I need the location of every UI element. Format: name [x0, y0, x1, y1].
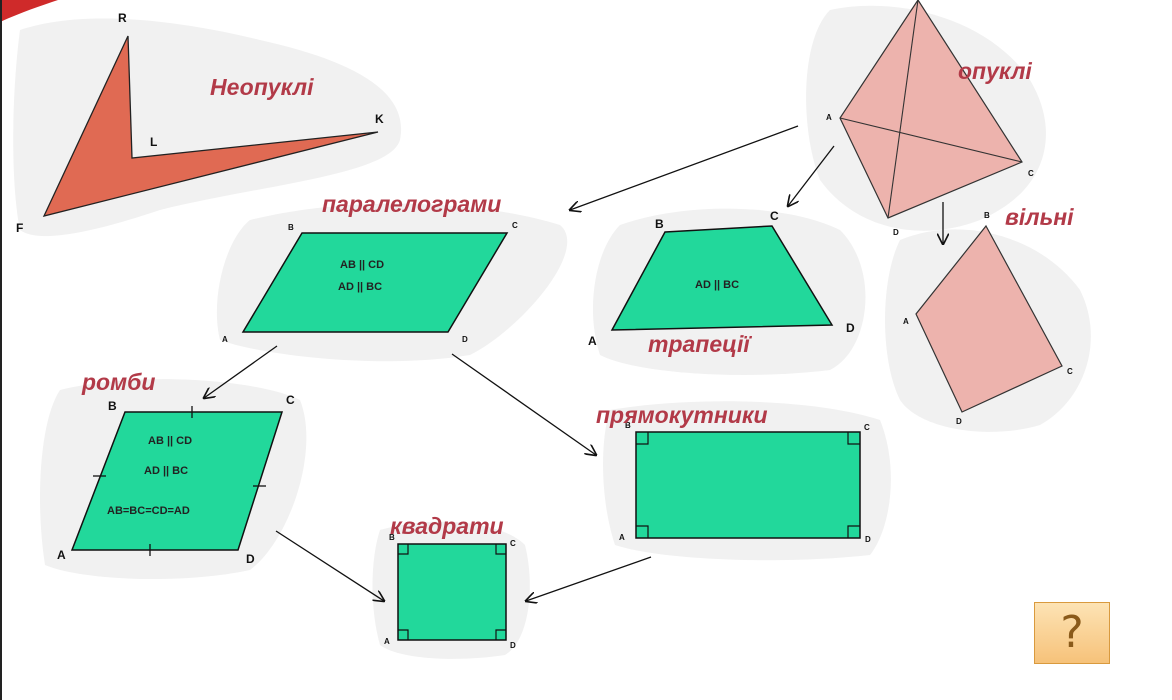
parallelogram-property-1: AB || CD — [340, 259, 384, 271]
vertex-label-D: D — [246, 552, 255, 566]
question-mark-icon: ? — [1060, 607, 1084, 658]
vertex-label-A: A — [903, 317, 909, 326]
vertex-label-B: B — [389, 533, 395, 542]
label-parallelograms: паралелограми — [322, 191, 501, 217]
vertex-label-F: F — [16, 221, 23, 235]
vertex-label-A: A — [619, 533, 625, 542]
trapezoid-shape — [610, 225, 834, 331]
vertex-label-B: B — [288, 223, 294, 232]
vertex-label-B: B — [984, 211, 990, 220]
vertex-label-D: D — [510, 641, 516, 650]
arrow-rhombi-to-squares — [275, 530, 384, 601]
rectangle-shape — [635, 431, 861, 539]
label-nonconvex: Неопуклі — [210, 74, 314, 100]
parallelogram-property-2: AD || BC — [338, 281, 382, 293]
vertex-label-B: B — [625, 421, 631, 430]
vertex-label-A: A — [826, 113, 832, 122]
vertex-label-C: C — [1028, 169, 1034, 178]
corner-decoration — [0, 0, 58, 22]
square-right-angle-marks — [398, 544, 506, 640]
vertex-label-C: C — [512, 221, 518, 230]
convex-diagonal-1 — [887, 0, 919, 219]
vertex-label-C: C — [1067, 367, 1073, 376]
convex-diagonal-2 — [839, 117, 1023, 163]
vertex-label-B: B — [655, 217, 664, 231]
vertex-label-D: D — [462, 335, 468, 344]
rhombus-shape — [70, 411, 284, 551]
rhombus-property-2: AD || BC — [144, 465, 188, 477]
label-rhombi: ромби — [81, 369, 155, 395]
vertex-label-A: A — [57, 548, 66, 562]
vertex-label-K: K — [375, 112, 384, 126]
help-button[interactable]: ? — [1034, 602, 1110, 664]
label-squares: квадрати — [390, 513, 504, 539]
arrow-parallelograms-to-rectangles — [451, 353, 596, 455]
label-free: вільні — [1005, 204, 1074, 230]
arrow-convex-to-parallelograms — [570, 125, 799, 210]
vertex-label-B: B — [108, 399, 117, 413]
vertex-label-A: A — [222, 335, 228, 344]
vertex-label-A: A — [588, 334, 597, 348]
trapezoid-property: AD || BC — [695, 279, 739, 291]
vertex-label-R: R — [118, 11, 127, 25]
rhombus-property-3: AB=BC=CD=AD — [107, 505, 190, 517]
vertex-label-D: D — [846, 321, 855, 335]
label-trapezoids: трапеції — [648, 331, 752, 357]
vertex-label-D: D — [956, 417, 962, 426]
rhombus-property-1: AB || CD — [148, 435, 192, 447]
square-shape — [397, 543, 507, 641]
parallelogram-shape — [241, 232, 509, 333]
vertex-label-D: D — [865, 535, 871, 544]
vertex-label-C: C — [510, 539, 516, 548]
rectangle-right-angle-marks — [636, 432, 860, 538]
vertex-label-C: C — [770, 209, 779, 223]
vertex-label-L: L — [150, 135, 157, 149]
free-quadrilateral — [915, 224, 1063, 413]
label-convex: опуклі — [958, 58, 1032, 84]
arrow-parallelograms-to-rhombi — [204, 345, 278, 398]
label-rectangles: прямокутники — [596, 402, 768, 428]
nonconvex-quadrilateral — [42, 35, 379, 217]
vertex-label-A: A — [384, 637, 390, 646]
vertex-label-C: C — [286, 393, 295, 407]
vertex-label-C: C — [864, 423, 870, 432]
vertex-label-D: D — [893, 228, 899, 237]
arrow-rectangles-to-squares — [526, 556, 652, 601]
arrow-convex-to-trapezoids — [788, 145, 835, 206]
